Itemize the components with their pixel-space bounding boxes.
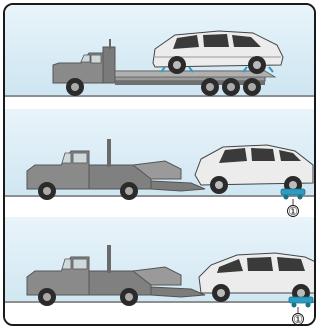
ground-line	[5, 95, 314, 97]
panel-wheel-lift-towing-2: ①	[5, 217, 314, 326]
flatbed-scene	[5, 5, 314, 109]
callout-number: ①	[288, 206, 298, 217]
wheel-lift-scene-1: ①	[5, 109, 314, 217]
ground-white	[5, 95, 314, 109]
wheel-lift-scene-2: ①	[5, 217, 314, 326]
panel-wheel-lift-towing-1: ①	[5, 109, 314, 217]
illustration-frame: ①	[3, 3, 316, 326]
callout-number: ①	[293, 314, 303, 326]
panel-flatbed-towing	[5, 5, 314, 109]
